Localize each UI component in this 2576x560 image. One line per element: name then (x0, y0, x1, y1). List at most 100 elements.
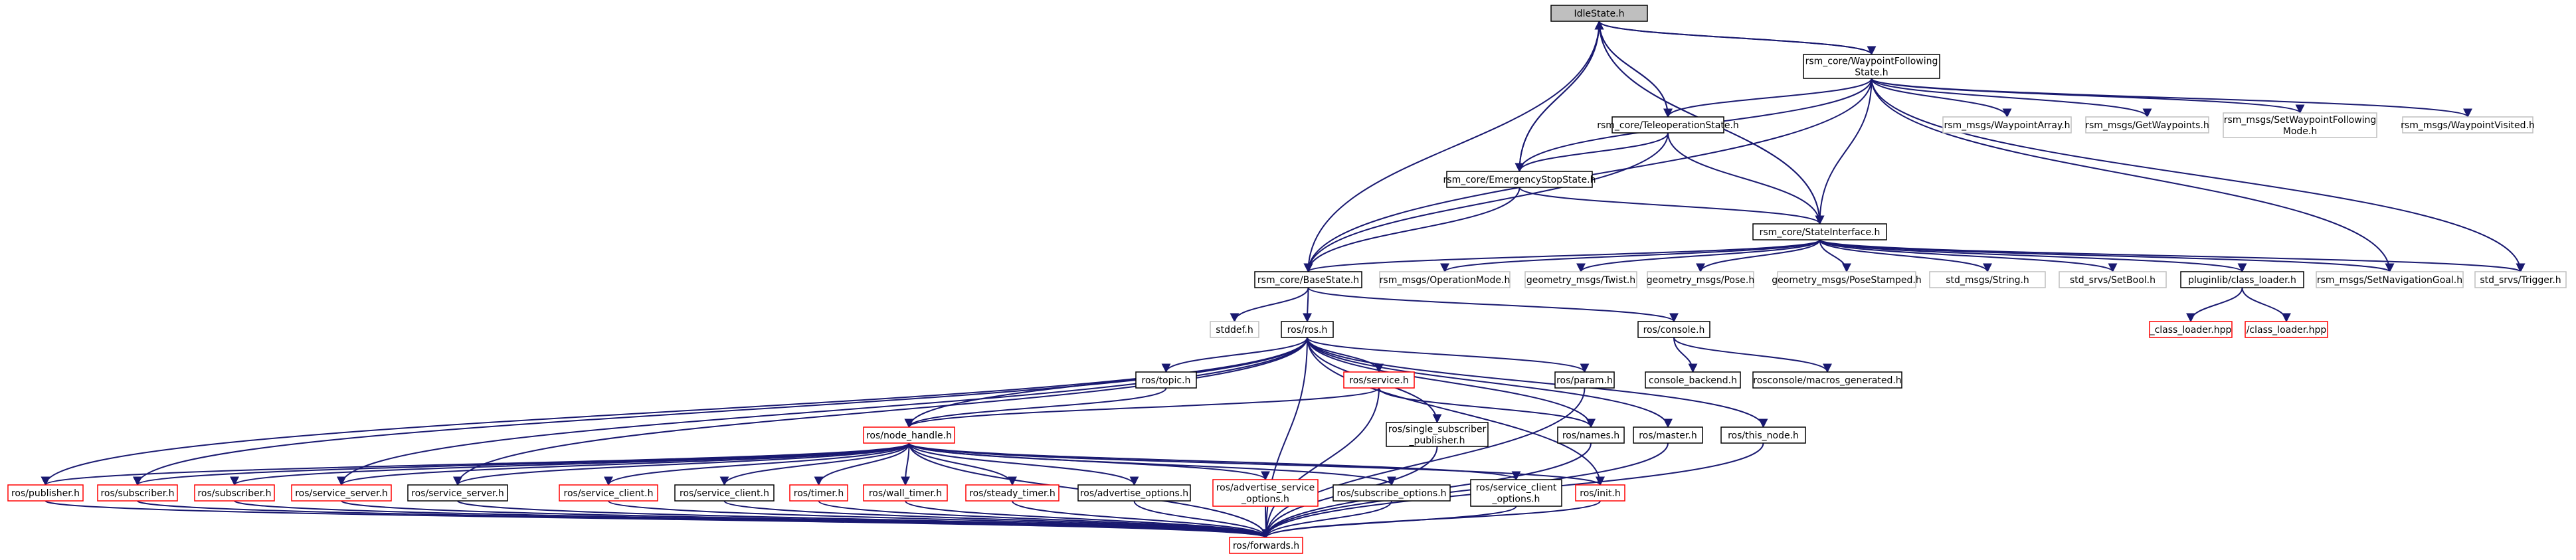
node-ss1[interactable]: ros/service_server.h (291, 484, 392, 502)
node-box-console[interactable] (1637, 321, 1710, 338)
node-sng[interactable]: rsm_msgs/SetNavigationGoal.h (2316, 271, 2464, 288)
node-idle[interactable]: IdleState.h (1550, 5, 1648, 22)
node-box-ps[interactable] (1777, 271, 1916, 288)
node-box-wv[interactable] (2402, 116, 2533, 134)
node-box-cl1[interactable] (2149, 321, 2233, 338)
node-box-idle[interactable] (1550, 5, 1648, 22)
node-aso[interactable]: ros/advertise_service_options.h (1212, 479, 1319, 507)
node-pub[interactable]: ros/publisher.h (7, 484, 84, 502)
node-gw[interactable]: rsm_msgs/GetWaypoints.h (2085, 116, 2209, 134)
node-box-ros[interactable] (1281, 321, 1334, 338)
node-si[interactable]: rsm_core/StateInterface.h (1752, 223, 1887, 240)
node-box-estop[interactable] (1446, 171, 1593, 188)
node-so[interactable]: ros/subscribe_options.h (1333, 484, 1451, 502)
node-box-thisnode[interactable] (1720, 426, 1806, 444)
node-topic[interactable]: ros/topic.h (1135, 371, 1197, 389)
node-box-so[interactable] (1333, 484, 1451, 502)
node-box-sc2[interactable] (674, 484, 775, 502)
node-box-wt[interactable] (863, 484, 948, 502)
node-console[interactable]: ros/console.h (1637, 321, 1710, 338)
node-box-sc1[interactable] (559, 484, 658, 502)
node-box-cl[interactable] (2180, 271, 2304, 288)
node-box-wa[interactable] (1942, 116, 2072, 134)
node-box-om[interactable] (1379, 271, 1511, 288)
node-po[interactable]: geometry_msgs/Pose.h (1647, 271, 1754, 288)
node-fwd[interactable]: ros/forwards.h (1229, 537, 1303, 554)
node-tw[interactable]: geometry_msgs/Twist.h (1524, 271, 1637, 288)
node-box-ssp[interactable] (1386, 422, 1489, 447)
node-sub1[interactable]: ros/subscriber.h (97, 484, 178, 502)
node-mg[interactable]: rosconsole/macros_generated.h (1752, 371, 1902, 389)
node-thisnode[interactable]: ros/this_node.h (1720, 426, 1806, 444)
node-box-sb[interactable] (2059, 271, 2167, 288)
node-box-cb[interactable] (1645, 371, 1741, 389)
node-param[interactable]: ros/param.h (1554, 371, 1615, 389)
node-st[interactable]: std_msgs/String.h (1929, 271, 2046, 288)
node-ssp[interactable]: ros/single_subscriber_publisher.h (1386, 422, 1489, 447)
node-box-master[interactable] (1633, 426, 1703, 444)
node-tele[interactable]: rsm_core/TeleoperationState.h (1597, 116, 1739, 134)
node-box-pub[interactable] (7, 484, 84, 502)
node-box-ss1[interactable] (291, 484, 392, 502)
node-box-bs[interactable] (1254, 271, 1362, 288)
node-box-names[interactable] (1557, 426, 1625, 444)
node-box-stddef[interactable] (1210, 321, 1259, 338)
node-stt[interactable]: ros/steady_timer.h (965, 484, 1059, 502)
node-box-si[interactable] (1752, 223, 1887, 240)
node-sc2[interactable]: ros/service_client.h (674, 484, 775, 502)
node-names[interactable]: ros/names.h (1557, 426, 1625, 444)
node-om[interactable]: rsm_msgs/OperationMode.h (1379, 271, 1511, 288)
node-box-tele[interactable] (1611, 116, 1724, 134)
node-wa[interactable]: rsm_msgs/WaypointArray.h (1942, 116, 2072, 134)
node-box-aso[interactable] (1212, 479, 1319, 507)
node-box-param[interactable] (1554, 371, 1615, 389)
node-cl2[interactable]: /class_loader.hpp (2245, 321, 2328, 338)
node-box-service[interactable] (1343, 371, 1415, 389)
node-box-ao[interactable] (1077, 484, 1191, 502)
node-box-mg[interactable] (1752, 371, 1902, 389)
node-box-sub2[interactable] (194, 484, 275, 502)
node-ros[interactable]: ros/ros.h (1281, 321, 1334, 338)
node-wt[interactable]: ros/wall_timer.h (863, 484, 948, 502)
node-box-tw[interactable] (1524, 271, 1637, 288)
node-wv[interactable]: rsm_msgs/WaypointVisited.h (2401, 116, 2535, 134)
node-sco[interactable]: ros/service_client_options.h (1470, 479, 1562, 507)
node-cl1[interactable]: _class_loader.hpp (2149, 321, 2233, 338)
node-sc1[interactable]: ros/service_client.h (559, 484, 658, 502)
node-sb[interactable]: std_srvs/SetBool.h (2059, 271, 2167, 288)
node-box-po[interactable] (1647, 271, 1754, 288)
node-box-st[interactable] (1929, 271, 2046, 288)
node-box-wpf[interactable] (1803, 54, 1940, 79)
node-box-fwd[interactable] (1229, 537, 1303, 554)
node-box-sng[interactable] (2316, 271, 2464, 288)
node-box-sco[interactable] (1470, 479, 1562, 507)
node-bs[interactable]: rsm_core/BaseState.h (1254, 271, 1362, 288)
node-estop[interactable]: rsm_core/EmergencyStopState.h (1443, 171, 1596, 188)
node-box-swfm[interactable] (2223, 112, 2377, 138)
node-stddef[interactable]: stddef.h (1210, 321, 1259, 338)
node-box-stt[interactable] (965, 484, 1059, 502)
node-box-nh[interactable] (863, 426, 955, 444)
node-ss2[interactable]: ros/service_server.h (407, 484, 508, 502)
node-tr[interactable]: std_srvs/Trigger.h (2474, 271, 2567, 288)
node-box-sub1[interactable] (97, 484, 178, 502)
node-box-tr[interactable] (2474, 271, 2567, 288)
node-ps[interactable]: geometry_msgs/PoseStamped.h (1772, 271, 1922, 288)
node-cl[interactable]: pluginlib/class_loader.h (2180, 271, 2304, 288)
node-cb[interactable]: console_backend.h (1645, 371, 1741, 389)
node-timer[interactable]: ros/timer.h (789, 484, 848, 502)
node-sub2[interactable]: ros/subscriber.h (194, 484, 275, 502)
node-ao[interactable]: ros/advertise_options.h (1077, 484, 1191, 502)
node-box-cl2[interactable] (2245, 321, 2328, 338)
node-box-ss2[interactable] (407, 484, 508, 502)
node-box-gw[interactable] (2085, 116, 2209, 134)
node-nh[interactable]: ros/node_handle.h (863, 426, 955, 444)
node-box-timer[interactable] (789, 484, 848, 502)
node-box-topic[interactable] (1135, 371, 1197, 389)
node-init[interactable]: ros/init.h (1575, 484, 1625, 502)
node-box-init[interactable] (1575, 484, 1625, 502)
node-service[interactable]: ros/service.h (1343, 371, 1415, 389)
node-master[interactable]: ros/master.h (1633, 426, 1703, 444)
